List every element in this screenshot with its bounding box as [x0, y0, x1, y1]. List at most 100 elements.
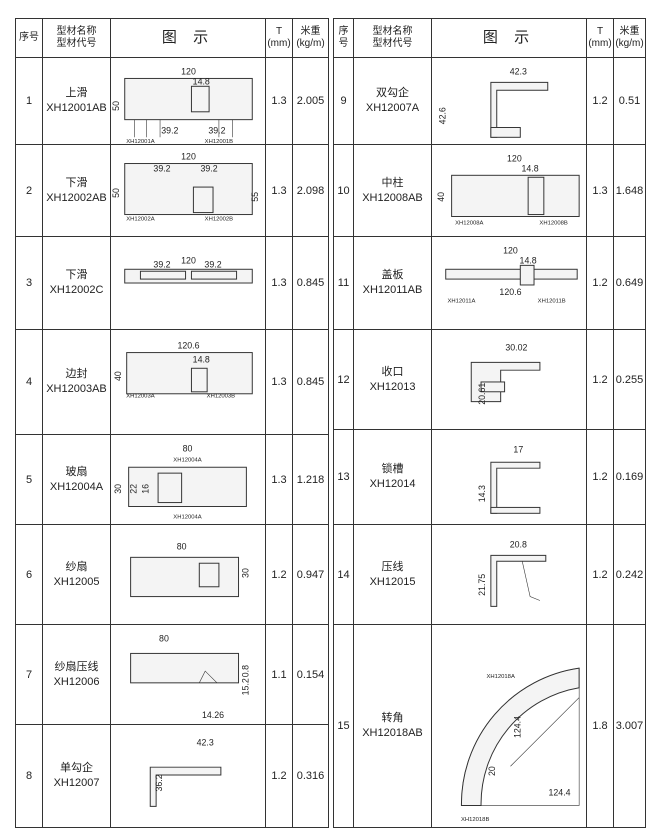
dimension-label: 22	[129, 483, 139, 493]
thickness: 1.2	[265, 524, 293, 625]
thickness: 1.3	[265, 329, 293, 435]
weight-per-meter: 1.218	[292, 434, 329, 525]
profile-code: XH12011AB	[362, 284, 423, 296]
dimension-label: 80	[159, 633, 169, 643]
dimension-label: 14.8	[193, 76, 210, 86]
weight-per-meter: 0.316	[292, 724, 329, 828]
dimension-label: 80	[183, 443, 193, 453]
dimension-label: 55	[250, 191, 260, 201]
profile-code: XH12007	[53, 777, 100, 789]
dimension-label: 42.3	[510, 66, 527, 76]
profile-name-text: 转角	[381, 712, 404, 724]
weight-per-meter: 0.845	[292, 329, 329, 435]
row-number: 13	[333, 429, 354, 525]
part-code-label: XH12004A	[173, 514, 201, 520]
dimension-label: 42.3	[197, 737, 214, 747]
thickness: 1.3	[265, 236, 293, 330]
part-code-label: XH12018B	[461, 817, 489, 823]
profile-code: XH12003AB	[46, 383, 107, 395]
dimension-label: 39.2	[201, 163, 218, 173]
row-number: 2	[15, 144, 43, 237]
dimension-label: 39.2	[208, 125, 225, 135]
dimension-label: 30.02	[505, 342, 527, 352]
part-code-label: XH12003A	[126, 393, 154, 399]
header-name: 型材名称型材代号	[42, 18, 111, 58]
profile-diagram: 42.336.2	[149, 737, 222, 807]
dimension-label: 40	[113, 371, 123, 381]
dimension-label: 39.2	[153, 163, 170, 173]
part-code-label: XH12011A	[447, 298, 475, 304]
dimension-label: 120	[503, 245, 518, 255]
thickness: 1.2	[586, 57, 614, 145]
header-weight: 米重(kg/m)	[613, 18, 646, 58]
profile-code: XH12005	[53, 575, 100, 588]
profile-name: 双勾企 XH12007A	[353, 57, 432, 145]
profile-code: XH12015	[369, 575, 416, 588]
profile-name-text: 锁槽	[381, 463, 404, 475]
profile-name-text: 压线	[381, 560, 404, 573]
part-code-label: XH12008B	[539, 220, 567, 226]
dimension-label: 120	[507, 153, 522, 163]
part-code-label: XH12018A	[486, 673, 514, 679]
header-seq: 序号	[333, 18, 354, 58]
thickness: 1.2	[586, 236, 614, 330]
header-name: 型材名称型材代号	[353, 18, 432, 58]
dimension-label: 120	[181, 66, 196, 76]
dimension-label: 14.8	[520, 255, 537, 265]
profile-name-text: 下滑	[65, 176, 88, 189]
dimension-label: 124.4	[549, 787, 571, 797]
dimension-label: 120.6	[177, 340, 199, 350]
weight-per-meter: 2.005	[292, 57, 329, 145]
header-diagram: 图 示	[110, 18, 266, 58]
profile-code: XH12002C	[49, 284, 104, 296]
thickness: 1.1	[265, 624, 293, 725]
profile-diagram: 800.815.214.26	[130, 633, 250, 720]
profile-name-text: 双勾企	[376, 87, 409, 99]
profile-name: 压线 XH12015	[353, 524, 432, 625]
thickness: 1.3	[586, 144, 614, 237]
weight-per-meter: 0.242	[613, 524, 646, 625]
dimension-label: 14.8	[193, 354, 210, 364]
dimension-label: 80	[177, 541, 187, 551]
row-number: 4	[15, 329, 43, 435]
part-code-label: XH12008A	[455, 220, 483, 226]
dimension-label: 15.2	[240, 678, 250, 695]
header-row: 序号 型材名称型材代号 图 示 T(mm) 米重(kg/m)	[333, 18, 646, 58]
row-number: 7	[15, 624, 43, 725]
weight-per-meter: 0.154	[292, 624, 329, 725]
dimension-label: 20	[487, 766, 497, 776]
profile-code: XH12007A	[365, 102, 420, 114]
weight-per-meter: 3.007	[613, 624, 646, 828]
part-code-label: XH12011B	[538, 298, 566, 304]
thickness: 1.2	[265, 724, 293, 828]
profile-name-text: 纱扇压线	[54, 660, 99, 673]
weight-per-meter: 1.648	[613, 144, 646, 237]
